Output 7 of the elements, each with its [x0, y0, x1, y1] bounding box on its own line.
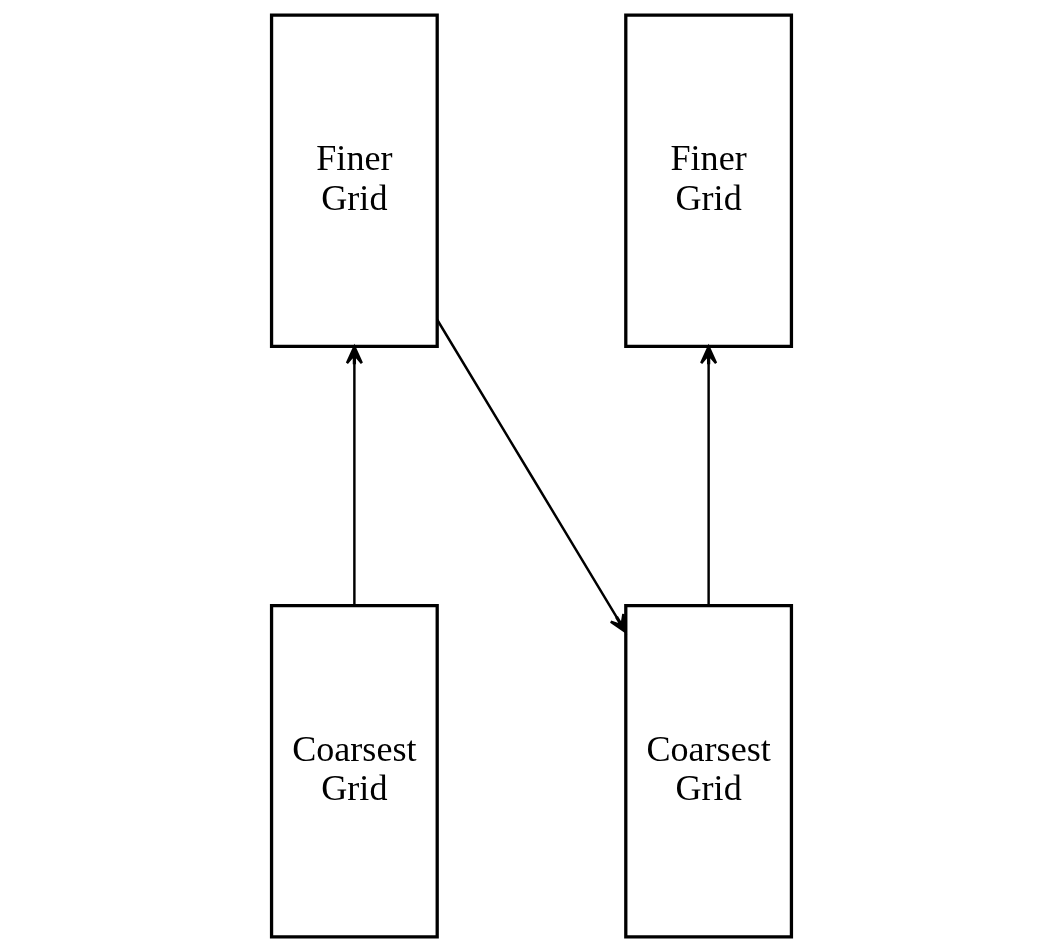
arrow	[435, 319, 627, 634]
arrow	[699, 345, 717, 606]
node-box: Coarsest Grid	[269, 603, 439, 939]
node-box: Finer Grid	[623, 13, 793, 349]
arrow	[345, 345, 363, 606]
node-box: Coarsest Grid	[623, 603, 793, 939]
node-box: Finer Grid	[269, 13, 439, 349]
